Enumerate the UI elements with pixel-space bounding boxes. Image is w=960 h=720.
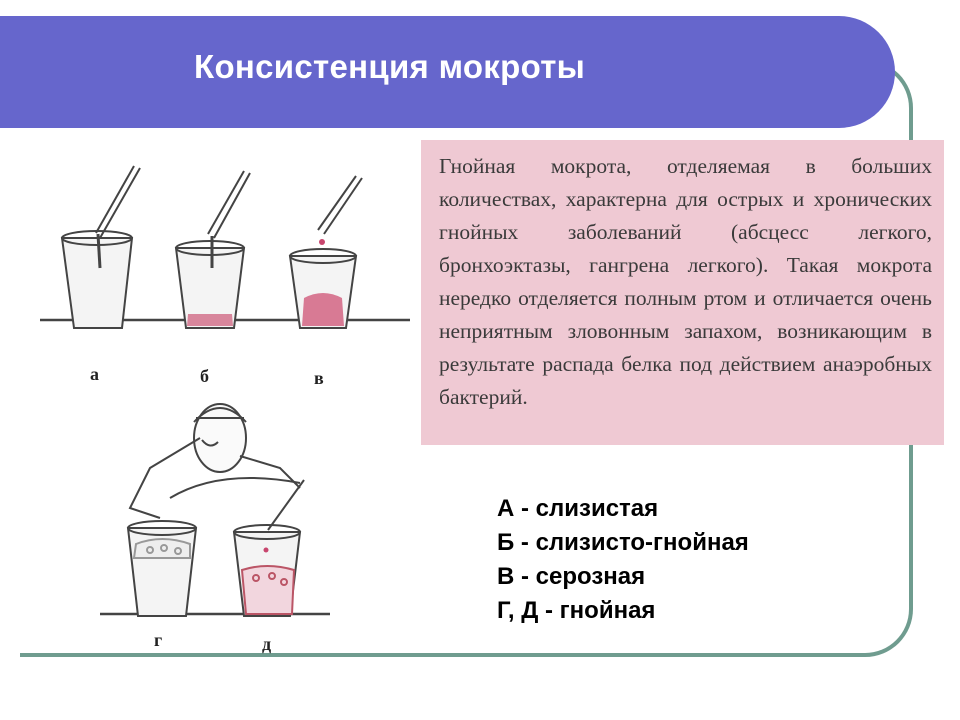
description-text: Гнойная мокрота, отделяемая в больших ко… — [439, 154, 932, 409]
title-bar — [0, 16, 895, 128]
glass-d — [232, 479, 305, 617]
legend-item-b: Б - слизисто-гнойная — [497, 529, 749, 556]
legend-item-v: В - серозная — [497, 563, 646, 590]
glass-b — [174, 170, 251, 329]
glass-v — [288, 175, 363, 329]
glass-a — [60, 165, 141, 329]
sputum-glasses-illustration: а б в — [40, 165, 410, 654]
label-v: в — [314, 368, 324, 388]
description-box: Гнойная мокрота, отделяемая в больших ко… — [421, 140, 944, 445]
person-drawing — [128, 403, 301, 519]
label-b: б — [200, 366, 209, 386]
label-g: г — [154, 630, 162, 650]
slide-title: Консистенция мокроты — [194, 48, 586, 85]
legend-item-a: А - слизистая — [497, 495, 659, 522]
title-divider — [0, 128, 848, 132]
glass-g — [126, 520, 198, 617]
consistency-legend: А - слизистая Б - слизисто-гнойная В - с… — [497, 492, 877, 628]
legend-item-gd: Г, Д - гнойная — [497, 597, 656, 624]
label-a: а — [90, 364, 99, 384]
label-d: д — [262, 634, 271, 654]
